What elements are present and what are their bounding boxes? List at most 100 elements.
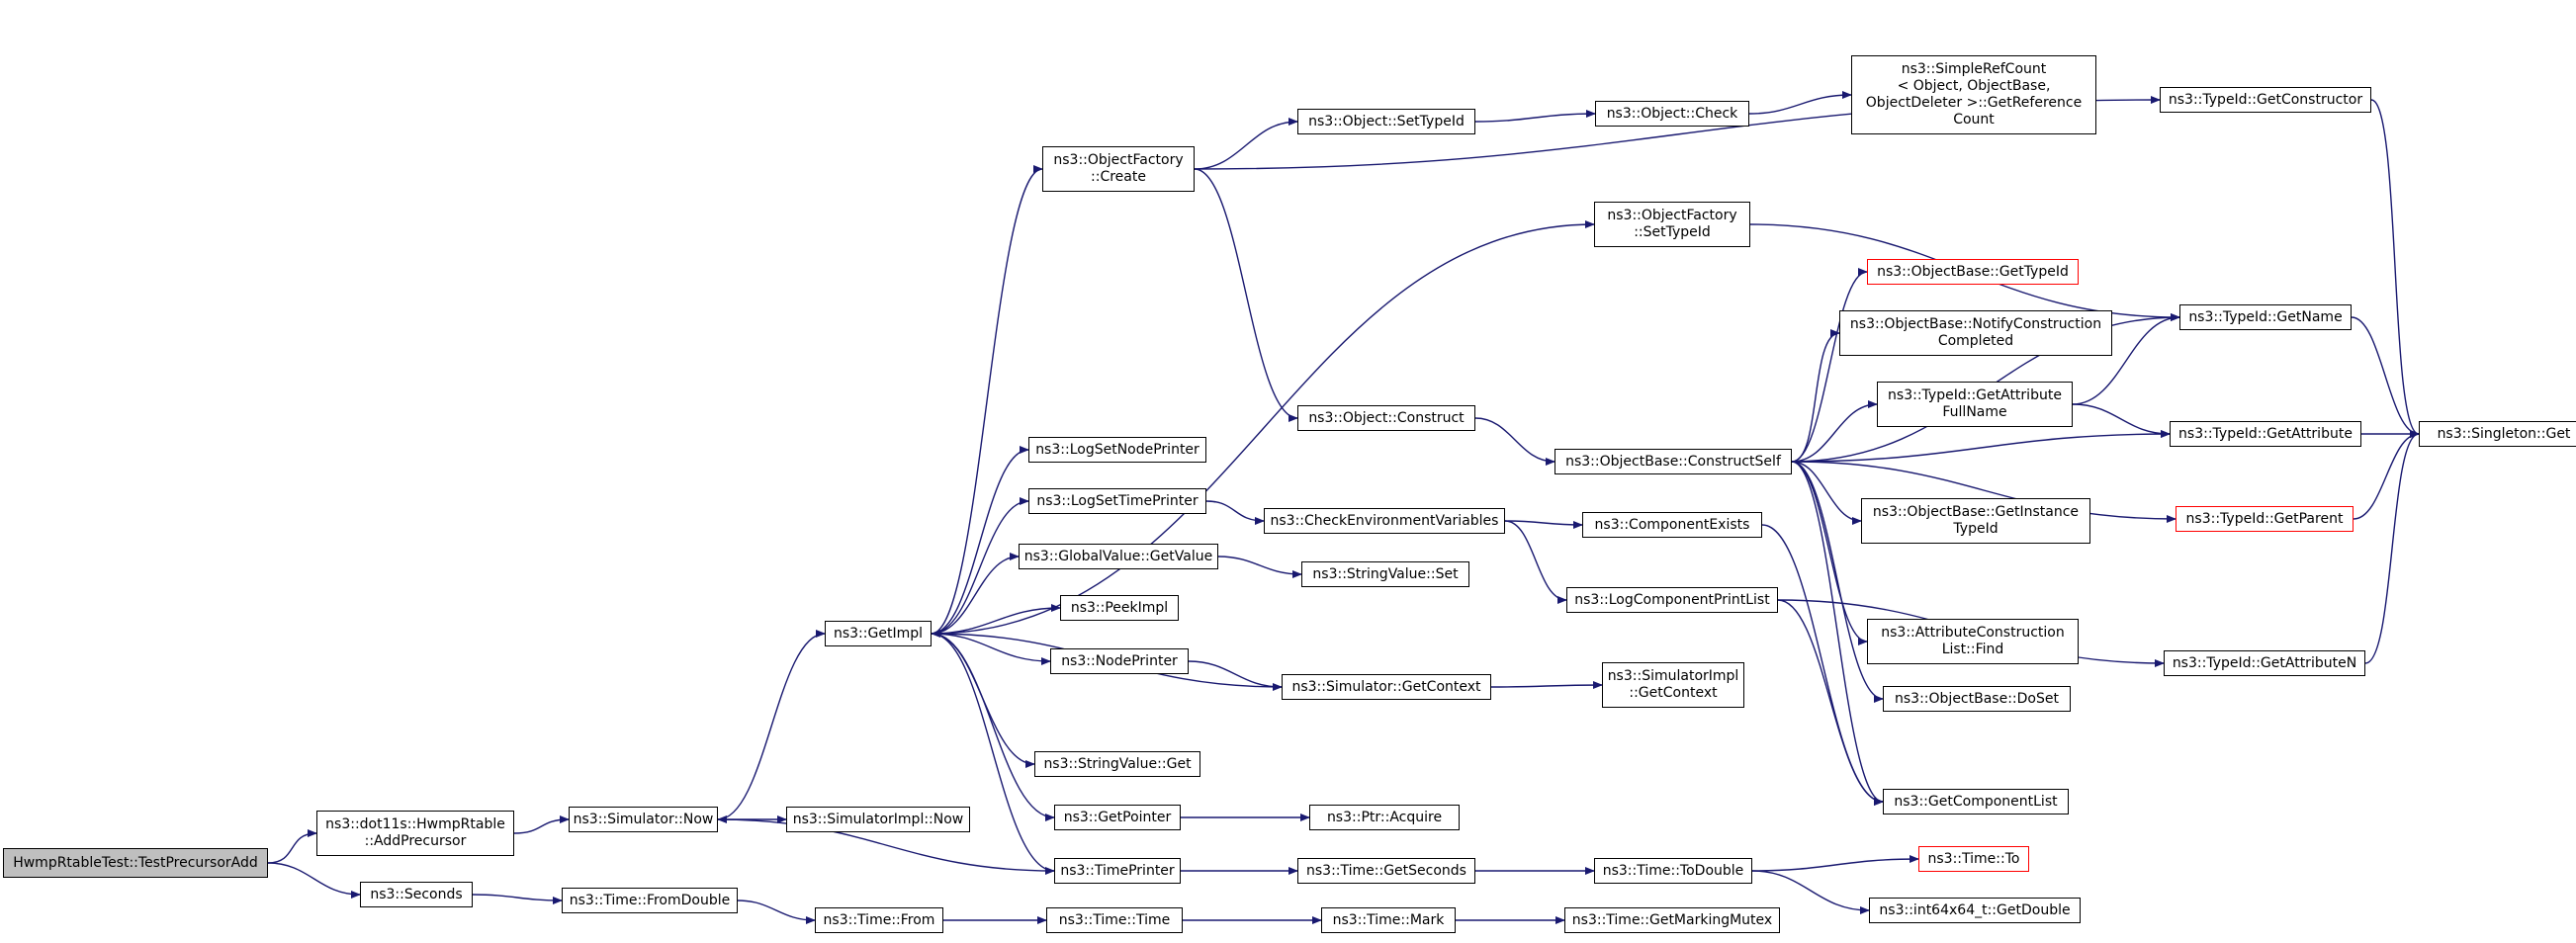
call-edge (1791, 461, 2176, 523)
graph-node[interactable]: ns3::Object::SetTypeId (1297, 109, 1475, 134)
call-edge (1791, 461, 1884, 703)
graph-node-label: ns3::SimpleRefCount (1901, 61, 2047, 77)
graph-node-label: ns3::ObjectFactory (1607, 208, 1737, 223)
graph-node-label: ns3::Ptr::Acquire (1326, 809, 1443, 825)
graph-node-label: ns3::PeekImpl (1070, 599, 1169, 616)
call-edge (1194, 168, 1298, 422)
graph-node-label: ns3::Singleton::Get (2437, 425, 2571, 442)
graph-node-label: ns3::TimePrinter (1060, 862, 1175, 879)
graph-node[interactable]: ns3::Simulator::GetContext (1282, 674, 1491, 700)
graph-node[interactable]: ns3::TypeId::GetName (2179, 304, 2352, 330)
graph-node[interactable]: ns3::dot11s::HwmpRtable::AddPrecursor (316, 811, 514, 856)
call-edge (1474, 417, 1555, 466)
graph-node[interactable]: ns3::Object::Construct (1297, 405, 1475, 431)
graph-node[interactable]: ns3::GetImpl (825, 621, 932, 646)
graph-node[interactable]: ns3::Time::GetMarkingMutex (1564, 907, 1780, 933)
call-edge (1490, 681, 1603, 690)
graph-node[interactable]: ns3::ObjectBase::ConstructSelf (1554, 449, 1792, 474)
call-edge (2353, 430, 2420, 520)
graph-node[interactable]: ns3::LogSetTimePrinter (1028, 488, 1206, 514)
graph-node-label: ObjectDeleter >::GetReference (1865, 95, 2083, 111)
graph-node[interactable]: ns3::LogComponentPrintList (1566, 587, 1778, 613)
graph-node-label: ns3::GetImpl (833, 625, 923, 642)
graph-node-label: ::SetTypeId (1634, 224, 1711, 240)
call-edge (717, 630, 826, 820)
graph-node-label: ns3::StringValue::Set (1312, 565, 1459, 582)
graph-node[interactable]: ns3::Seconds (360, 882, 473, 907)
graph-node-label: ns3::Time::Time (1058, 911, 1171, 928)
call-edge (1751, 855, 1919, 872)
graph-node[interactable]: ns3::SimpleRefCount< Object, ObjectBase,… (1851, 55, 2096, 134)
graph-node-label: ns3::SimulatorImpl (1607, 668, 1739, 684)
graph-node-label: ns3::AttributeConstruction (1881, 625, 2065, 641)
graph-node[interactable]: ns3::Time::Time (1046, 907, 1183, 933)
graph-node[interactable]: ns3::TypeId::GetConstructor (2160, 87, 2371, 113)
graph-node-label: ns3::Time::GetMarkingMutex (1571, 911, 1773, 928)
graph-node[interactable]: ns3::TimePrinter (1054, 858, 1181, 884)
graph-node[interactable]: ns3::Time::To (1918, 846, 2029, 872)
graph-node[interactable]: ns3::Time::ToDouble (1594, 858, 1752, 884)
graph-node[interactable]: ns3::CheckEnvironmentVariables (1264, 508, 1505, 534)
graph-node-label: ns3::Time::ToDouble (1602, 862, 1744, 879)
graph-node[interactable]: ns3::ObjectFactory::SetTypeId (1594, 202, 1750, 247)
graph-node[interactable]: ns3::Time::FromDouble (562, 888, 738, 913)
graph-node[interactable]: ns3::Simulator::Now (569, 807, 718, 832)
graph-node[interactable]: ns3::TypeId::GetParent (2176, 506, 2354, 532)
graph-node-label: ns3::Time::Mark (1332, 911, 1445, 928)
graph-node[interactable]: ns3::Time::GetSeconds (1297, 858, 1475, 884)
call-edge (1474, 110, 1596, 123)
call-edge (931, 220, 1595, 635)
call-edge (2072, 313, 2180, 405)
graph-node[interactable]: ns3::StringValue::Set (1301, 561, 1469, 587)
graph-node[interactable]: HwmpRtableTest::TestPrecursorAdd (3, 848, 268, 878)
call-edge (1791, 461, 1868, 645)
call-edge (931, 497, 1029, 635)
graph-node[interactable]: ns3::Ptr::Acquire (1309, 805, 1460, 830)
graph-node-label: ns3::Object::SetTypeId (1308, 113, 1465, 129)
graph-node[interactable]: ns3::GlobalValue::GetValue (1019, 544, 1218, 569)
graph-node[interactable]: ns3::GetPointer (1054, 805, 1181, 830)
call-edge (931, 446, 1029, 635)
graph-node-label: ns3::TypeId::GetConstructor (2168, 91, 2363, 108)
graph-node[interactable]: ns3::Object::Check (1595, 101, 1749, 127)
graph-node-label: ns3::NodePrinter (1061, 652, 1178, 669)
graph-node-label: ns3::Time::FromDouble (569, 892, 731, 908)
graph-node[interactable]: ns3::ObjectFactory::Create (1042, 146, 1195, 192)
graph-node-label: ::Create (1091, 169, 1146, 185)
graph-node[interactable]: ns3::TypeId::GetAttributeN (2164, 650, 2365, 676)
graph-node-label: ns3::ObjectBase::NotifyConstruction (1849, 316, 2102, 332)
call-edge (1761, 524, 1884, 806)
graph-node[interactable]: ns3::Time::Mark (1321, 907, 1456, 933)
graph-node-label: ns3::Simulator::Now (573, 811, 714, 827)
graph-node[interactable]: ns3::Time::From (815, 907, 943, 933)
graph-node-label: ns3::ObjectBase::GetTypeId (1877, 263, 2069, 280)
graph-node[interactable]: ns3::ObjectBase::GetTypeId (1867, 259, 2079, 285)
graph-node-label: ns3::Time::From (823, 911, 935, 928)
graph-node-label: ns3::TypeId::GetName (2188, 308, 2343, 325)
graph-node[interactable]: ns3::SimulatorImpl::GetContext (1602, 662, 1744, 708)
graph-node[interactable]: ns3::LogSetNodePrinter (1028, 437, 1206, 463)
graph-node[interactable]: ns3::StringValue::Get (1034, 751, 1200, 777)
graph-node-label: ns3::ObjectFactory (1053, 152, 1184, 168)
graph-node[interactable]: ns3::TypeId::GetAttribute (2170, 421, 2361, 447)
graph-node-label: ns3::Time::To (1927, 850, 2020, 867)
graph-node[interactable]: ns3::NodePrinter (1050, 648, 1189, 674)
call-edge (2364, 430, 2420, 664)
graph-node-label: HwmpRtableTest::TestPrecursorAdd (13, 854, 258, 871)
graph-node[interactable]: ns3::PeekImpl (1060, 595, 1179, 621)
graph-node[interactable]: ns3::ObjectBase::DoSet (1883, 686, 2071, 712)
call-edge (267, 862, 361, 899)
graph-node[interactable]: ns3::GetComponentList (1883, 789, 2069, 814)
graph-node[interactable]: ns3::SimulatorImpl::Now (786, 807, 970, 832)
graph-node[interactable]: ns3::ComponentExists (1582, 512, 1762, 538)
call-edge (1748, 91, 1852, 115)
graph-node[interactable]: ns3::int64x64_t::GetDouble (1869, 898, 2081, 923)
graph-node[interactable]: ns3::Singleton::Get (2419, 421, 2576, 447)
call-edge (1791, 461, 1884, 806)
